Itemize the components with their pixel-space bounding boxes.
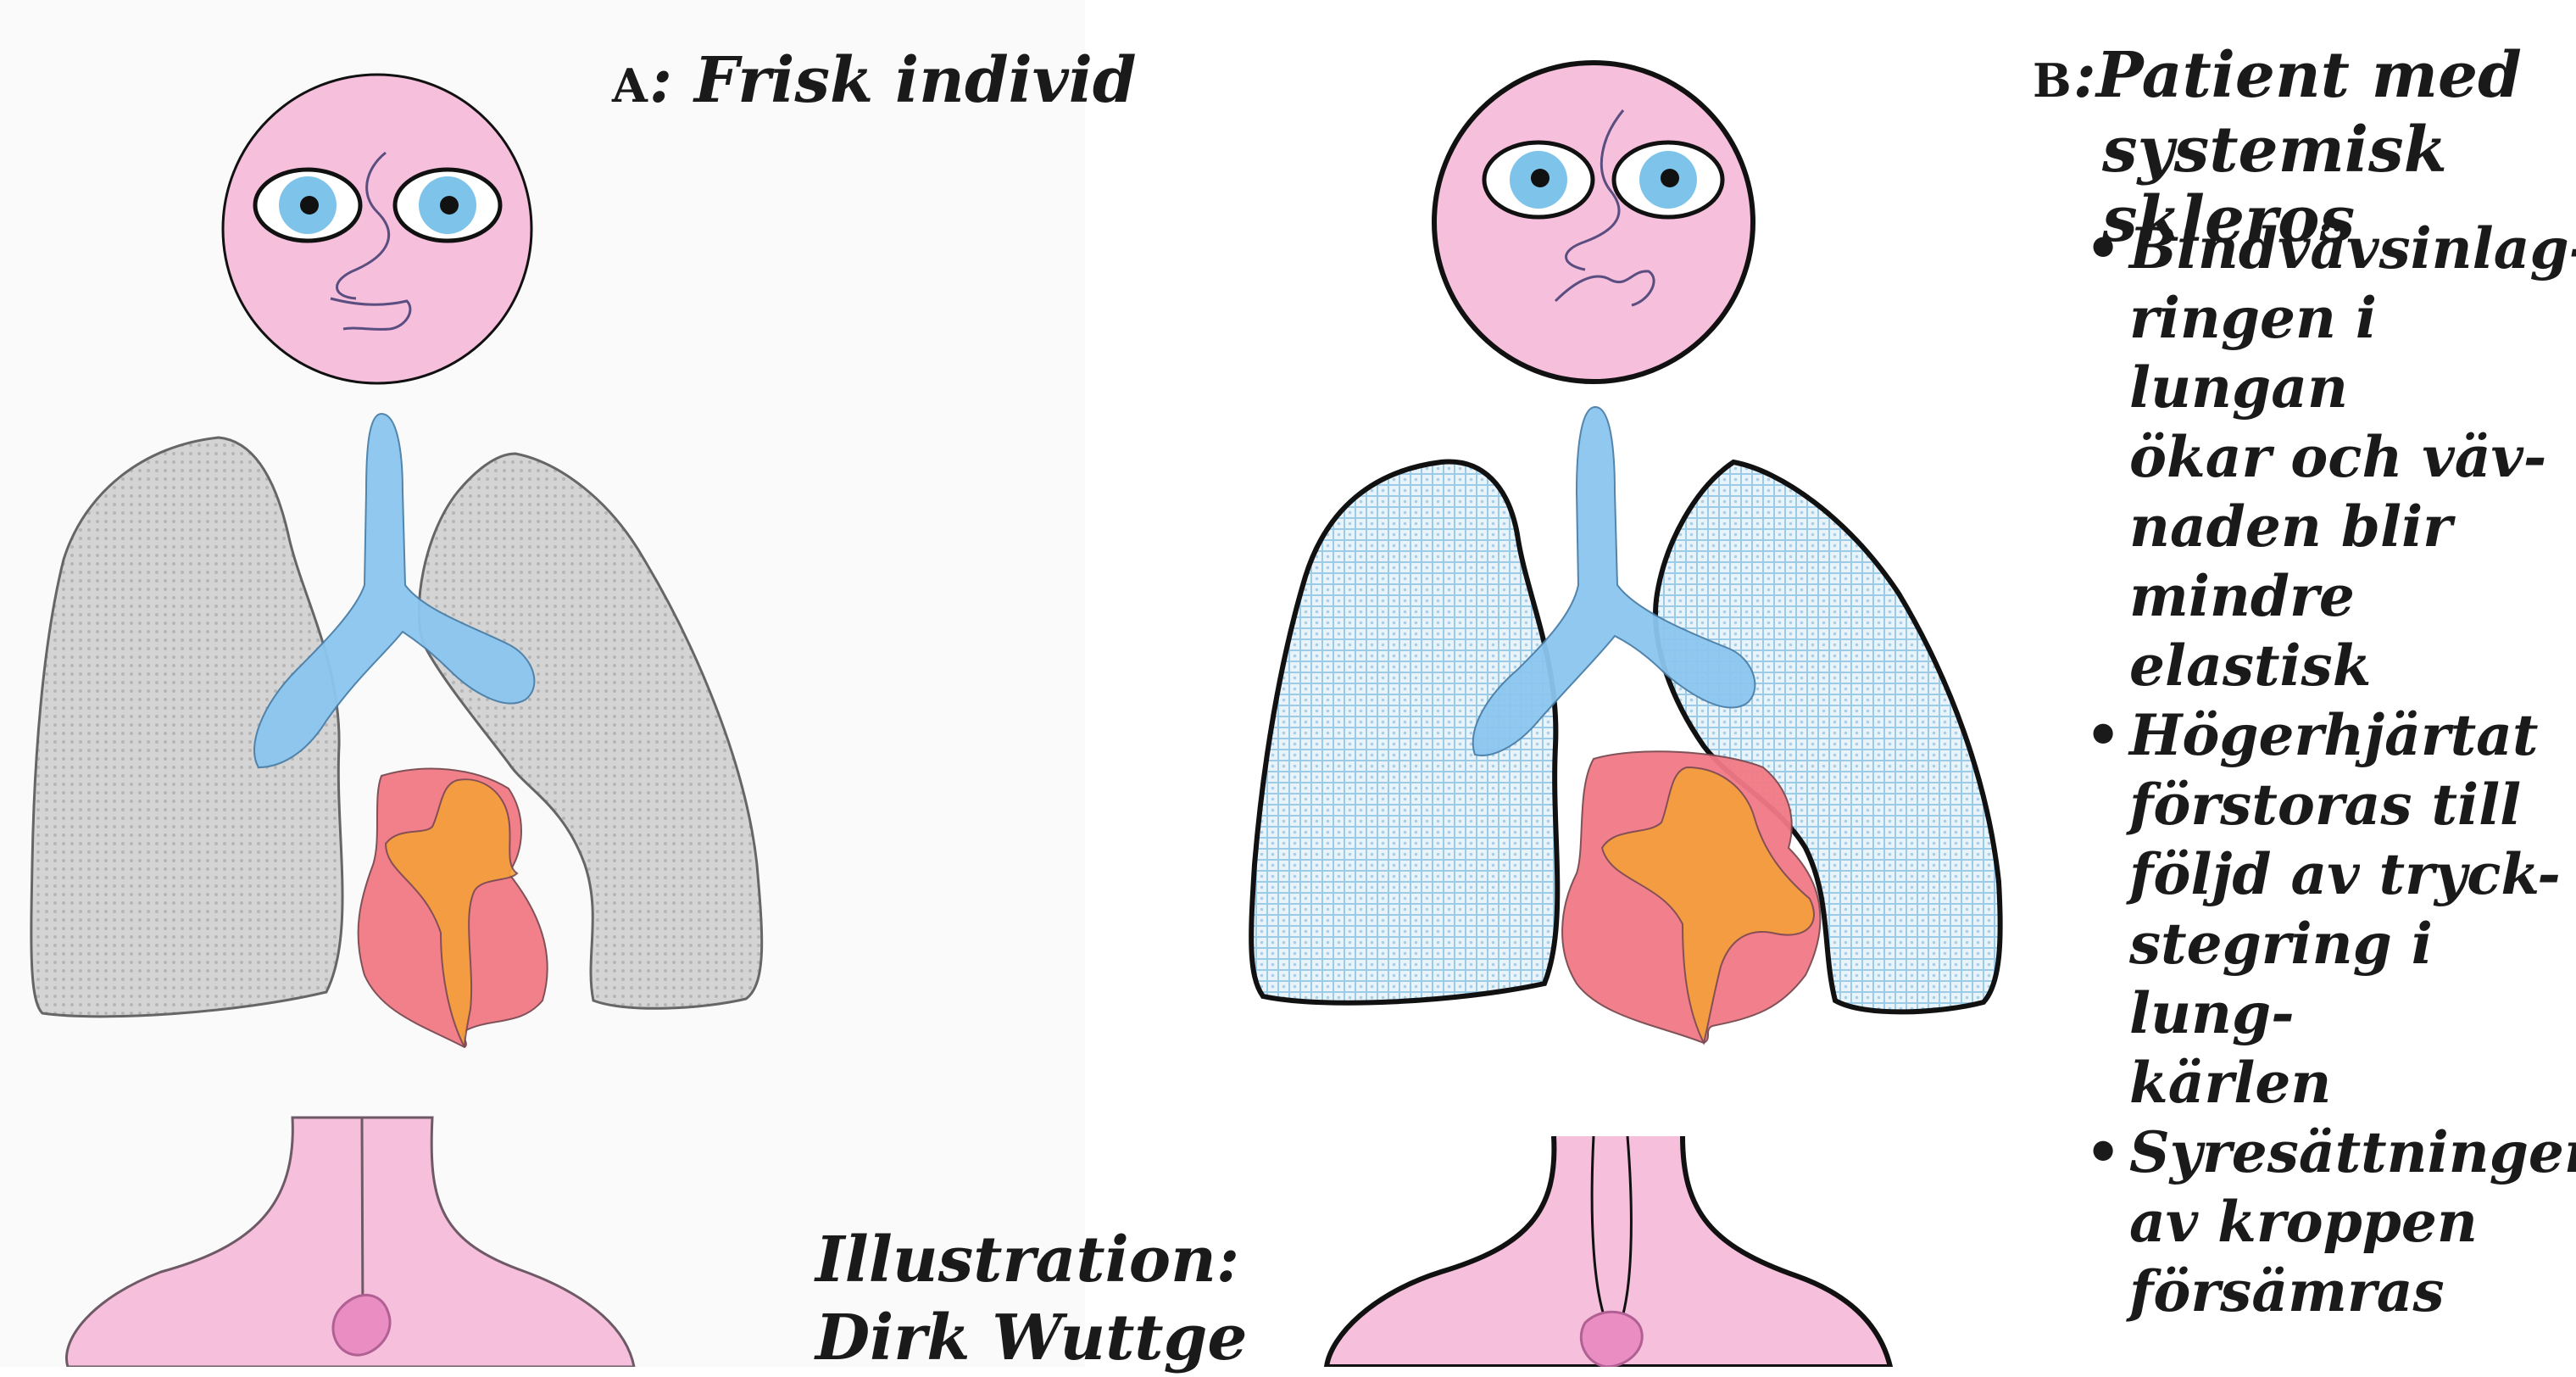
bullet-text: Högerhjärtat förstoras till följd av try… — [2129, 702, 2561, 1116]
panel-a-letter: A — [612, 59, 649, 113]
bullet-item: •Bindvävsinlag- ringen i lungan ökar och… — [2068, 214, 2576, 700]
eye-right-pupil-b — [1661, 169, 1679, 187]
panel-a-separator: : — [649, 44, 672, 117]
bullet-dot: • — [2085, 700, 2121, 770]
panel-b-letter: B — [2033, 53, 2073, 108]
figure-a — [31, 75, 762, 1367]
bullet-item: •Högerhjärtat förstoras till följd av tr… — [2068, 700, 2576, 1118]
bullet-text: Bindvävsinlag- ringen i lungan ökar och … — [2129, 215, 2576, 699]
head-b — [1434, 63, 1753, 382]
eye-right-pupil-a — [440, 196, 459, 215]
panel-b-bullet-list: •Bindvävsinlag- ringen i lungan ökar och… — [2068, 214, 2576, 1326]
eye-left-pupil-b — [1531, 169, 1549, 187]
figure-b — [1251, 63, 2000, 1367]
panel-b-separator: : — [2073, 39, 2096, 112]
panel-a-title: A: Frisk individ — [612, 49, 1137, 112]
illustration-credit: Illustration: Dirk Wuttge — [815, 1221, 1247, 1377]
leg-divide-a — [362, 1118, 363, 1323]
bullet-item: •Syresättningen av kroppen försämras — [2068, 1118, 2576, 1326]
bullet-text: Syresättningen av kroppen försämras — [2129, 1119, 2576, 1324]
panel-a-title-text: Frisk individ — [694, 44, 1137, 117]
eye-left-pupil-a — [300, 196, 319, 215]
bullet-dot: • — [2085, 214, 2121, 283]
panel-b-title-line1: Patient med — [2096, 39, 2522, 112]
bullet-dot: • — [2085, 1118, 2121, 1187]
